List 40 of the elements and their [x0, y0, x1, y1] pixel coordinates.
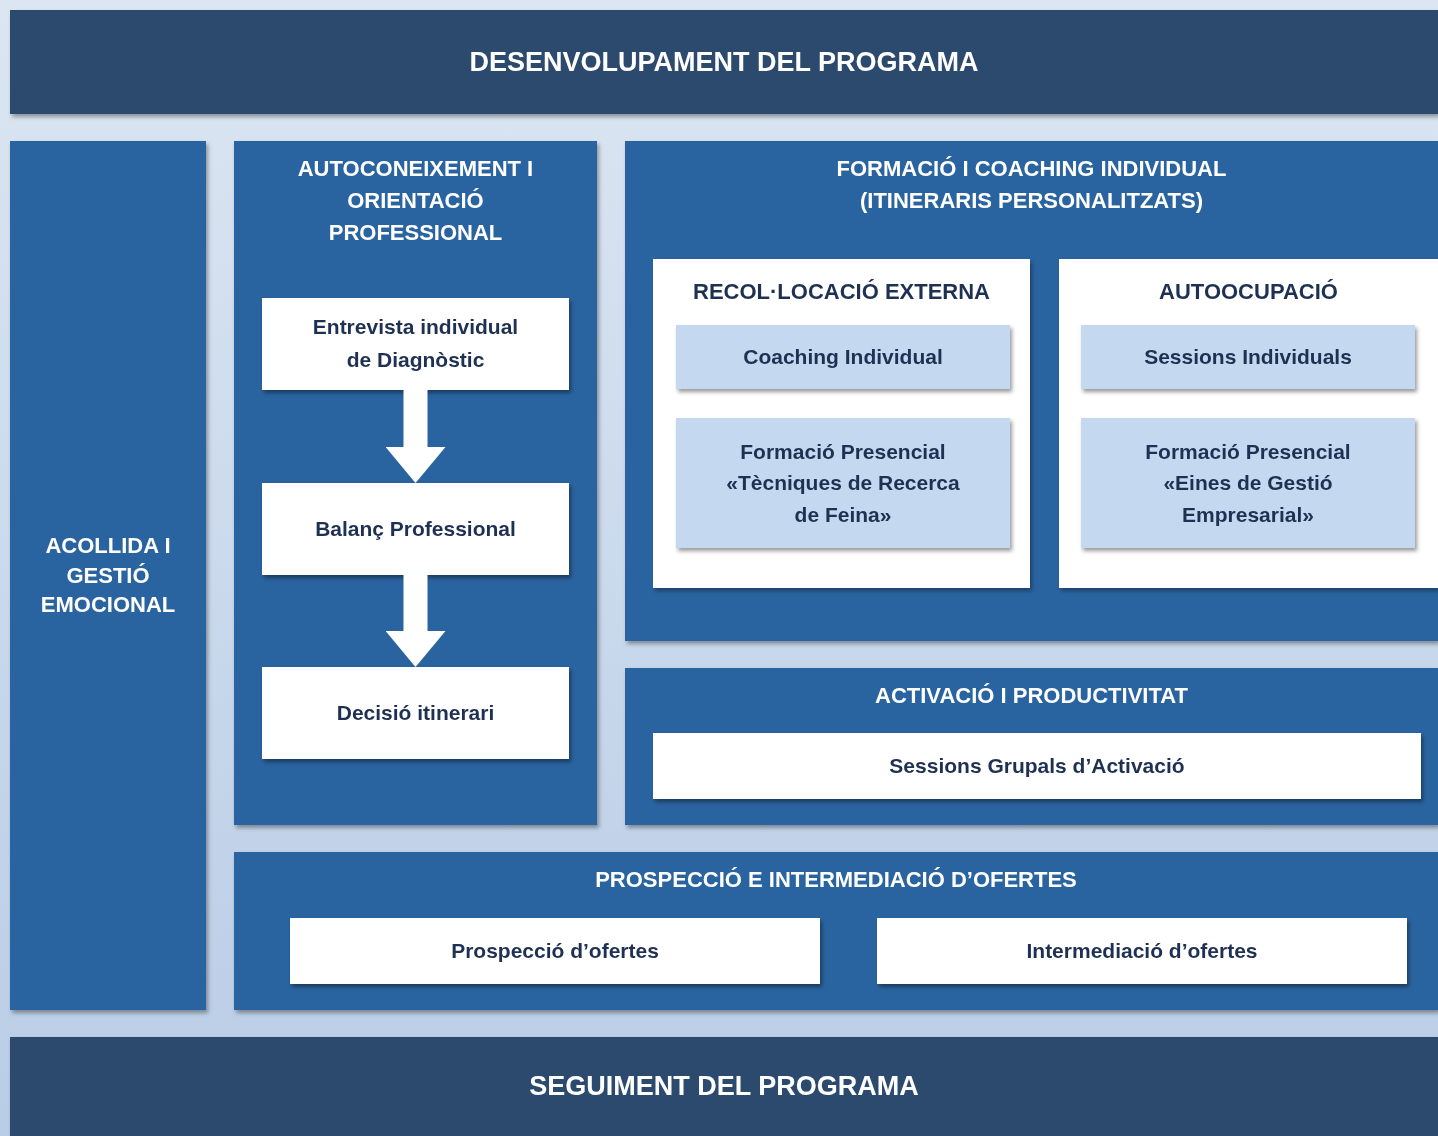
box-label: Intermediació d’ofertes [1025, 937, 1259, 964]
activity-box [1081, 325, 1415, 389]
section-panel [625, 141, 1438, 641]
section-heading: RECOL·LOCACIÓ EXTERNA [693, 278, 990, 306]
box-label: Formació Presencial «Tècniques de Recerca de Feina» [725, 438, 961, 528]
box-label: Sessions Individuals [1143, 344, 1353, 371]
step-box [262, 298, 569, 390]
box-label: Coaching Individual [742, 344, 944, 371]
section-heading: AUTOCONEIXEMENT I ORIENTACIÓ PROFESSIONAL [296, 155, 535, 247]
step-box [262, 667, 569, 759]
block-arrow [385, 575, 446, 667]
box-label: Entrevista individual de Diagnòstic [311, 314, 520, 373]
box-label: Formació Presencial «Eines de Gestió Empresarial» [1144, 438, 1352, 528]
subsection-card [653, 259, 1030, 588]
side-panel [10, 141, 206, 1010]
header-band [10, 1037, 1438, 1136]
activity-box [676, 325, 1010, 389]
section-panel [234, 852, 1438, 1010]
block-arrow [385, 390, 446, 483]
step-box [653, 733, 1421, 799]
section-heading: ACTIVACIÓ I PRODUCTIVITAT [875, 682, 1188, 710]
section-heading: AUTOOCUPACIÓ [1159, 278, 1338, 306]
box-label: Balanç Professional [314, 515, 517, 542]
section-heading: ACOLLIDA I GESTIÓ EMOCIONAL [39, 531, 177, 620]
section-heading: DESENVOLUPAMENT DEL PROGRAMA [469, 45, 979, 79]
box-label: Prospecció d’ofertes [450, 937, 660, 964]
activity-box [676, 418, 1010, 548]
section-panel [625, 668, 1438, 825]
box-label: Decisió itinerari [335, 699, 496, 726]
section-heading: PROSPECCIÓ E INTERMEDIACIÓ D’OFERTES [595, 866, 1077, 894]
subsection-card [1059, 259, 1438, 588]
activity-box [1081, 418, 1415, 548]
box-label: Sessions Grupals d’Activació [888, 752, 1186, 779]
step-box [290, 918, 820, 984]
section-heading: SEGUIMENT DEL PROGRAMA [529, 1070, 919, 1104]
section-panel [234, 141, 597, 825]
step-box [262, 483, 569, 575]
step-box [877, 918, 1407, 984]
header-band [10, 10, 1438, 114]
section-heading: FORMACIÓ I COACHING INDIVIDUAL (ITINERARIS PERSONALITZATS) [835, 155, 1228, 215]
